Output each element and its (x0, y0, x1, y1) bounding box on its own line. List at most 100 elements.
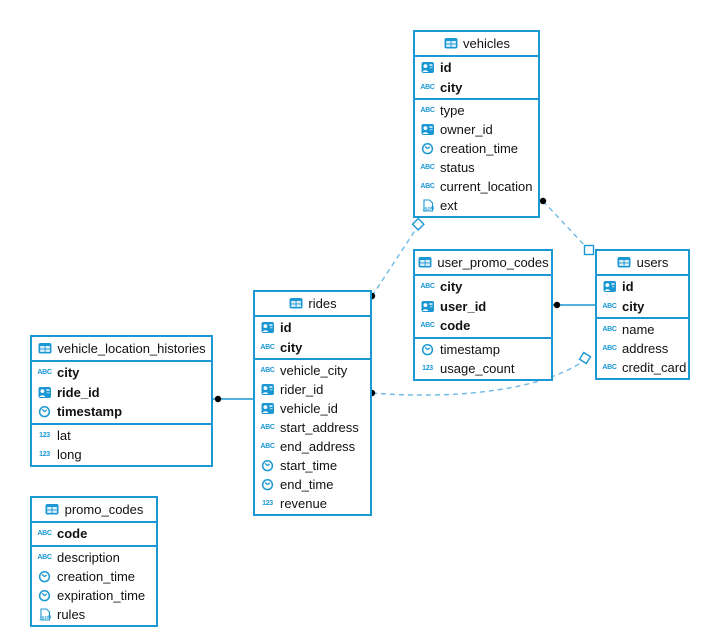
column-label: city (440, 79, 463, 95)
column-label: city (440, 279, 463, 295)
column-row[interactable]: ABC description (32, 548, 156, 567)
table-users[interactable]: users id ABC city ABC name ABC address A… (595, 249, 690, 380)
table-promo_codes-header[interactable]: promo_codes (32, 498, 156, 523)
json-type-icon: JSON (37, 607, 52, 621)
column-label: current_location (440, 179, 533, 194)
column-row[interactable]: ABC city (32, 363, 211, 383)
column-row[interactable]: end_time (255, 475, 370, 494)
column-label: city (57, 365, 80, 381)
column-label: city (622, 298, 645, 314)
table-user_promo_codes-header[interactable]: user_promo_codes (415, 251, 551, 276)
cardinality-dot (539, 197, 547, 205)
column-row[interactable]: 123 long (32, 445, 211, 464)
relationship-user_promo_codes-users[interactable] (553, 301, 595, 309)
column-row[interactable]: start_time (255, 456, 370, 475)
column-row[interactable]: creation_time (32, 567, 156, 586)
uuid-icon (602, 280, 617, 293)
column-row[interactable]: 123 lat (32, 426, 211, 445)
table-icon (45, 503, 60, 516)
table-vehicle_location_histories[interactable]: vehicle_location_histories ABC city ride… (30, 335, 213, 467)
column-row[interactable]: rider_id (255, 380, 370, 399)
column-row[interactable]: timestamp (32, 402, 211, 422)
column-row[interactable]: id (415, 58, 538, 78)
column-label: start_address (280, 420, 359, 435)
column-row[interactable]: ABC current_location (415, 177, 538, 196)
column-row[interactable]: ABC city (415, 277, 551, 297)
table-vehicles[interactable]: vehicles id ABC city ABC type owner_id (413, 30, 540, 218)
column-row[interactable]: ABC code (32, 524, 156, 544)
text-type-icon: ABC (37, 553, 52, 561)
cardinality-diamond (583, 244, 595, 256)
column-row[interactable]: id (255, 318, 370, 338)
uuid-icon (420, 123, 435, 136)
column-row[interactable]: ABC city (597, 297, 688, 317)
column-row[interactable]: id (597, 277, 688, 297)
column-label: creation_time (57, 568, 136, 584)
table-vehicle_location_histories-header[interactable]: vehicle_location_histories (32, 337, 211, 362)
column-row[interactable]: ABC start_address (255, 418, 370, 437)
table-users-header[interactable]: users (597, 251, 688, 276)
timestamp-icon (260, 459, 275, 472)
relationship-vehicles-users[interactable] (539, 197, 595, 256)
number-type-icon: 123 (39, 450, 50, 458)
cardinality-dot (214, 395, 222, 403)
column-row[interactable]: owner_id (415, 120, 538, 139)
column-label: long (57, 446, 82, 462)
column-row[interactable]: ABC address (597, 339, 688, 358)
column-row[interactable]: timestamp (415, 340, 551, 359)
relationship-vehicle_location_histories-rides[interactable] (213, 395, 253, 403)
text-type-icon: ABC (260, 367, 275, 374)
table-rides[interactable]: rides id ABC city ABC vehicle_city rider… (253, 290, 372, 516)
column-row[interactable]: ABC credit_card (597, 358, 688, 377)
column-row[interactable]: ABC type (415, 101, 538, 120)
column-row[interactable]: ABC city (415, 78, 538, 98)
column-row[interactable]: 123 revenue (255, 494, 370, 513)
table-rides-header[interactable]: rides (255, 292, 370, 317)
column-row[interactable]: ABC code (415, 316, 551, 336)
column-row[interactable]: ABC name (597, 320, 688, 339)
timestamp-icon (37, 589, 52, 602)
column-label: revenue (280, 496, 327, 511)
table-vehicles-header[interactable]: vehicles (415, 32, 538, 57)
text-type-icon: ABC (37, 530, 52, 538)
number-type-icon: 123 (422, 364, 433, 372)
column-row[interactable]: user_id (415, 297, 551, 317)
column-row[interactable]: 123 usage_count (415, 359, 551, 378)
svg-text:JSON: JSON (38, 614, 51, 621)
column-row[interactable]: creation_time (415, 139, 538, 158)
number-type-icon: 123 (39, 431, 50, 439)
table-promo_codes[interactable]: promo_codes ABC code ABC description cre… (30, 496, 158, 627)
text-type-icon: ABC (420, 183, 435, 190)
column-row[interactable]: expiration_time (32, 586, 156, 605)
svg-text:JSON: JSON (421, 205, 434, 212)
column-row[interactable]: ABC city (255, 338, 370, 358)
uuid-icon (260, 402, 275, 415)
relationship-rides-users[interactable] (368, 351, 592, 397)
column-row[interactable]: JSON ext (415, 196, 538, 215)
column-row[interactable]: JSON rules (32, 605, 156, 624)
column-row[interactable]: ABC status (415, 158, 538, 177)
table-name: rides (308, 296, 337, 311)
column-row[interactable]: ABC vehicle_city (255, 361, 370, 380)
table-name: users (636, 255, 669, 270)
table-user_promo_codes[interactable]: user_promo_codes ABC city user_id ABC co… (413, 249, 553, 381)
column-label: usage_count (440, 360, 515, 376)
column-row[interactable]: vehicle_id (255, 399, 370, 418)
column-label: owner_id (440, 122, 493, 137)
column-label: id (440, 60, 452, 76)
column-label: vehicle_id (280, 401, 338, 416)
column-label: rider_id (280, 382, 324, 397)
uuid-icon (37, 386, 52, 399)
text-type-icon: ABC (602, 302, 617, 310)
table-icon (288, 297, 303, 310)
timestamp-icon (420, 142, 435, 155)
table-name: user_promo_codes (437, 255, 549, 270)
cardinality-dot (553, 301, 561, 309)
column-label: ext (440, 198, 458, 213)
column-label: city (280, 339, 303, 355)
column-row[interactable]: ABC end_address (255, 437, 370, 456)
number-type-icon: 123 (262, 500, 273, 507)
column-row[interactable]: ride_id (32, 383, 211, 403)
